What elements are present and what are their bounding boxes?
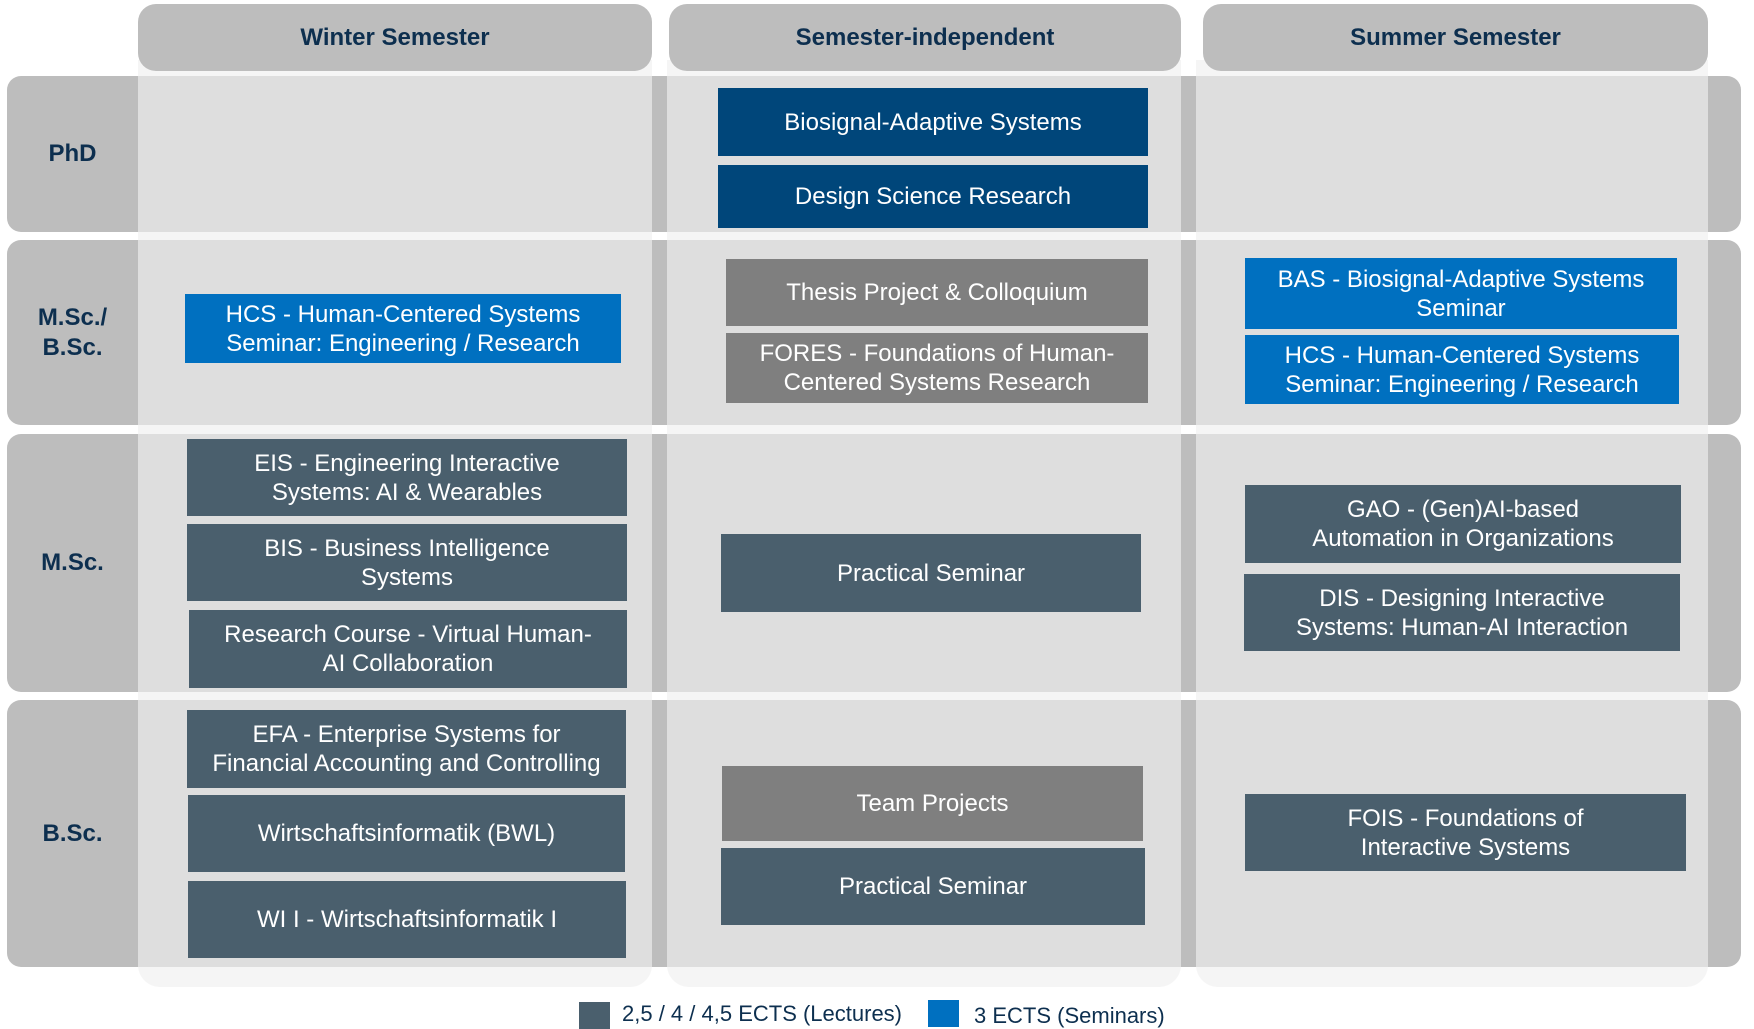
row-label-msc: M.Sc.: [7, 434, 138, 692]
band-divider: [652, 434, 667, 692]
cell-msc-summer: [1196, 434, 1708, 692]
legend-swatch-lectures: [579, 1002, 610, 1029]
course-fois[interactable]: FOIS - Foundations of Interactive System…: [1245, 794, 1686, 871]
row-label-phd: PhD: [7, 76, 138, 232]
course-practical-seminar-bsc[interactable]: Practical Seminar: [721, 848, 1145, 925]
course-practical-seminar-msc[interactable]: Practical Seminar: [721, 534, 1141, 612]
row-label-msc-bsc: M.Sc./ B.Sc.: [7, 240, 138, 425]
course-bas-seminar[interactable]: BAS - Biosignal-Adaptive Systems Seminar: [1245, 258, 1677, 329]
course-biosignal-adaptive-systems[interactable]: Biosignal-Adaptive Systems: [718, 88, 1148, 156]
band-end: [1708, 240, 1741, 425]
legend-label-lectures: 2,5 / 4 / 4,5 ECTS (Lectures): [622, 1001, 903, 1026]
band-end: [1708, 434, 1741, 692]
legend-label-seminars: 3 ECTS (Seminars): [974, 1003, 1165, 1028]
course-gao[interactable]: GAO - (Gen)AI-based Automation in Organi…: [1245, 485, 1681, 563]
band-divider: [1181, 700, 1196, 967]
course-efa[interactable]: EFA - Enterprise Systems for Financial A…: [187, 710, 626, 788]
band-divider: [1181, 76, 1196, 232]
band-divider: [652, 76, 667, 232]
course-team-projects[interactable]: Team Projects: [722, 766, 1143, 841]
legend-swatch-seminars: [928, 1000, 959, 1027]
band-divider: [652, 700, 667, 967]
cell-phd-summer: [1196, 76, 1708, 232]
course-hcs-seminar-winter[interactable]: HCS - Human-Centered Systems Seminar: En…: [185, 294, 621, 363]
band-divider: [652, 240, 667, 425]
course-thesis-project[interactable]: Thesis Project & Colloquium: [726, 259, 1148, 326]
course-design-science-research[interactable]: Design Science Research: [718, 165, 1148, 228]
course-hcs-seminar-summer[interactable]: HCS - Human-Centered Systems Seminar: En…: [1245, 335, 1679, 404]
column-header-summer: Summer Semester: [1203, 4, 1708, 71]
course-wi-i[interactable]: WI I - Wirtschaftsinformatik I: [188, 881, 626, 958]
column-header-independent: Semester-independent: [669, 4, 1181, 71]
course-bis[interactable]: BIS - Business Intelligence Systems: [187, 524, 627, 601]
column-header-winter: Winter Semester: [138, 4, 652, 71]
course-eis[interactable]: EIS - Engineering Interactive Systems: A…: [187, 439, 627, 516]
band-end: [1708, 76, 1741, 232]
band-divider: [1181, 240, 1196, 425]
cell-phd-winter: [138, 76, 652, 232]
band-divider: [1181, 434, 1196, 692]
course-research-course[interactable]: Research Course - Virtual Human- AI Coll…: [189, 610, 627, 688]
row-label-bsc: B.Sc.: [7, 700, 138, 967]
band-end: [1708, 700, 1741, 967]
course-wirtschaftsinformatik-bwl[interactable]: Wirtschaftsinformatik (BWL): [188, 795, 625, 872]
course-fores[interactable]: FORES - Foundations of Human- Centered S…: [726, 333, 1148, 403]
course-dis[interactable]: DIS - Designing Interactive Systems: Hum…: [1244, 574, 1680, 651]
